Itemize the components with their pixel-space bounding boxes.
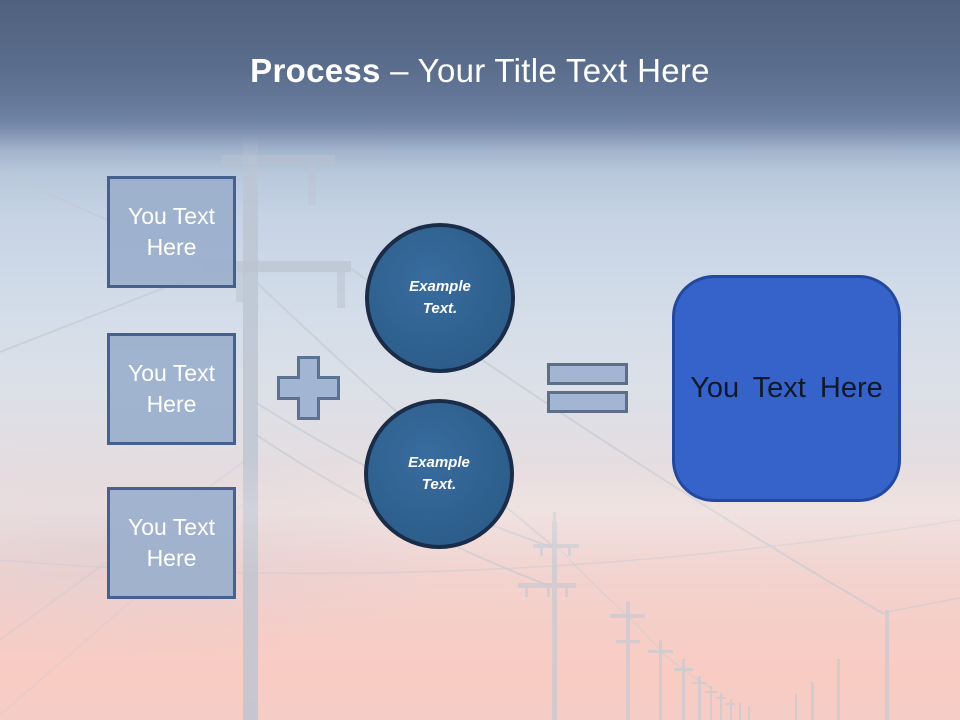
example-circle-1[interactable]: Example Text. bbox=[365, 223, 515, 373]
distant-wires bbox=[555, 544, 713, 690]
slide-title[interactable]: Process – Your Title Text Here bbox=[0, 52, 960, 90]
example-circle-1-label: Example Text. bbox=[409, 277, 471, 318]
result-box-label: You Text Here bbox=[690, 372, 883, 404]
input-box-1[interactable]: You Text Here bbox=[107, 176, 236, 288]
distant-pole-row bbox=[518, 512, 889, 720]
input-box-2-label: You Text Here bbox=[128, 359, 215, 417]
result-box[interactable]: You Text Here bbox=[672, 275, 901, 502]
equals-sign-icon bbox=[547, 363, 628, 413]
plus-sign-icon bbox=[277, 356, 340, 420]
title-emphasis: Process bbox=[250, 52, 381, 89]
input-box-2[interactable]: You Text Here bbox=[107, 333, 236, 445]
input-box-3[interactable]: You Text Here bbox=[107, 487, 236, 599]
input-box-3-label: You Text Here bbox=[128, 513, 215, 571]
example-circle-2-label: Example Text. bbox=[408, 453, 470, 494]
title-rest: – Your Title Text Here bbox=[380, 52, 710, 89]
input-box-1-label: You Text Here bbox=[128, 202, 215, 260]
example-circle-2[interactable]: Example Text. bbox=[364, 399, 514, 549]
main-power-pole bbox=[205, 132, 351, 720]
